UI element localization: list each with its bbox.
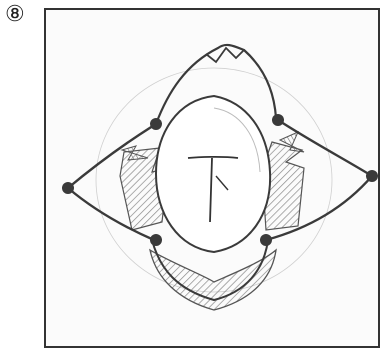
joint-dot-top-right bbox=[272, 114, 284, 126]
joint-dot-left bbox=[62, 182, 74, 194]
joint-dot-bottom-right bbox=[260, 234, 272, 246]
top-petal-notch bbox=[206, 48, 244, 62]
joint-dot-right bbox=[366, 170, 378, 182]
joint-dot-bottom-left bbox=[150, 234, 162, 246]
center-oval bbox=[156, 96, 270, 252]
joint-dot-top-left bbox=[150, 118, 162, 130]
bottom-shade bbox=[150, 250, 276, 310]
